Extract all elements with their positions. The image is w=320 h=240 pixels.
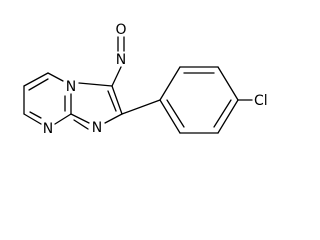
atom-label-n-bridge: N	[66, 79, 76, 95]
bond-pyr-c5-c6	[23, 72, 49, 87]
bond-imid-c8a-n1-double	[73, 119, 89, 130]
bond-pyr-n4-c5	[47, 72, 64, 82]
bond-imid-c2-c3-double	[107, 90, 117, 112]
bond-ph-4-5-double	[213, 99, 232, 128]
bond-pyr-c7-n8-double	[29, 111, 42, 119]
bond-pyr-c5-c6-double	[28, 78, 49, 91]
bond-imid-n1-c2	[104, 113, 123, 124]
bond-ph-1-2	[159, 66, 181, 101]
atom-label-o-nitroso: O	[115, 22, 126, 38]
atom-label-n-imidazole: N	[92, 120, 102, 136]
bond-imid-c2-c3	[111, 85, 123, 115]
bond-imid-c8a-n1	[70, 113, 90, 124]
bond-pyr-c7-n8	[23, 113, 42, 125]
bond-ph-3-4	[217, 66, 239, 101]
atom-label-n-nitroso: N	[116, 52, 126, 68]
atom-label-cl: Cl	[254, 93, 268, 109]
bond-pyr-n8-c8a	[54, 113, 72, 125]
bond-ph-4-5	[217, 99, 239, 134]
bond-c3-nitroso-n	[111, 66, 122, 87]
bond-imid-c3-n4	[78, 82, 113, 87]
bond-ph-6-1-double	[166, 99, 185, 128]
bond-c2-phenyl	[121, 99, 161, 115]
bond-ph-6-1	[159, 99, 181, 134]
atom-label-n-pyrimidine: N	[43, 121, 53, 137]
